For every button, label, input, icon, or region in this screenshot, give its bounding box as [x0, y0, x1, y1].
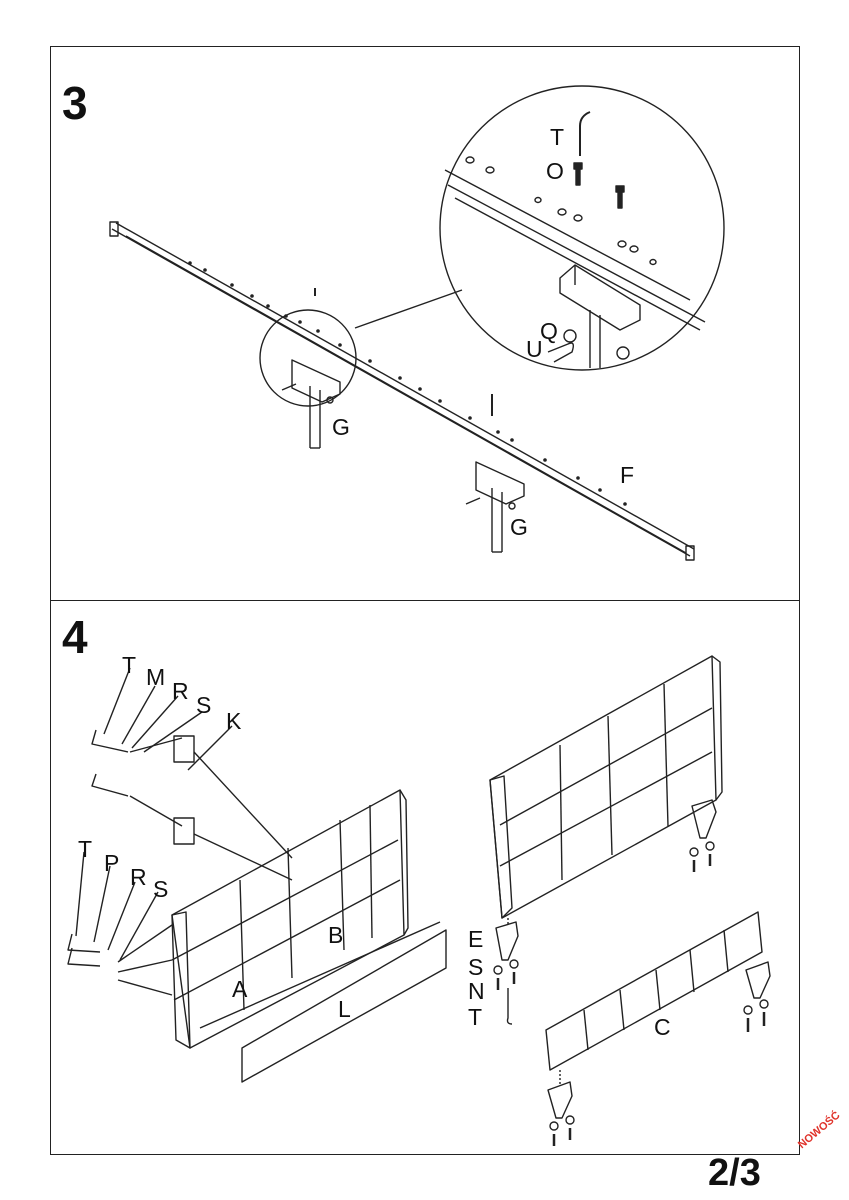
part-label-s: S — [153, 876, 169, 902]
part-label-t: T — [122, 652, 137, 678]
part-label-k: K — [226, 708, 242, 734]
detail-bracket — [559, 264, 641, 368]
part-label-c: C — [654, 1014, 671, 1040]
hardware-bottom — [67, 924, 173, 996]
part-label-s: S — [468, 954, 484, 980]
part-label-u: U — [526, 336, 543, 362]
part-label-t: T — [78, 836, 93, 862]
part-label-r: R — [130, 864, 147, 890]
step-number: 4 — [62, 611, 88, 663]
side-rail-l — [199, 921, 447, 1083]
step-3-panel — [50, 46, 800, 601]
part-label-r: R — [172, 678, 189, 704]
leg-left-e — [493, 918, 519, 1025]
step-4-panel — [50, 600, 800, 1155]
part-label-a: A — [232, 976, 248, 1002]
part-label-m: M — [146, 664, 166, 690]
bracket-g2 — [465, 394, 525, 553]
part-label-l: L — [338, 996, 351, 1022]
detail-rail — [444, 156, 706, 331]
part-label-s: S — [196, 692, 212, 718]
part-label-b: B — [328, 922, 344, 948]
leg-c-left — [547, 1070, 575, 1146]
part-label-p: P — [104, 850, 120, 876]
part-label-g: G — [332, 414, 350, 440]
footboard-c — [545, 911, 763, 1071]
hardware-top — [91, 729, 293, 881]
part-label-t: T — [550, 124, 565, 150]
bracket-g1 — [281, 288, 341, 449]
rail-f — [109, 221, 695, 561]
part-label-e: E — [468, 926, 484, 952]
part-label-g: G — [510, 514, 528, 540]
leg-c-right — [743, 961, 771, 1032]
wrench-icon — [547, 342, 575, 363]
headboard-right — [489, 655, 723, 919]
page-number: 2/3 — [708, 1152, 761, 1194]
part-label-o: O — [546, 158, 564, 184]
part-label-n: N — [468, 978, 485, 1004]
part-label-t: T — [468, 1004, 483, 1030]
headboard-left — [171, 789, 409, 1049]
part-label-f: F — [620, 462, 635, 488]
detail-magnifier — [439, 85, 725, 371]
step-number: 3 — [62, 77, 88, 129]
part-label-q: Q — [540, 318, 558, 344]
leg-right-1 — [689, 799, 717, 872]
